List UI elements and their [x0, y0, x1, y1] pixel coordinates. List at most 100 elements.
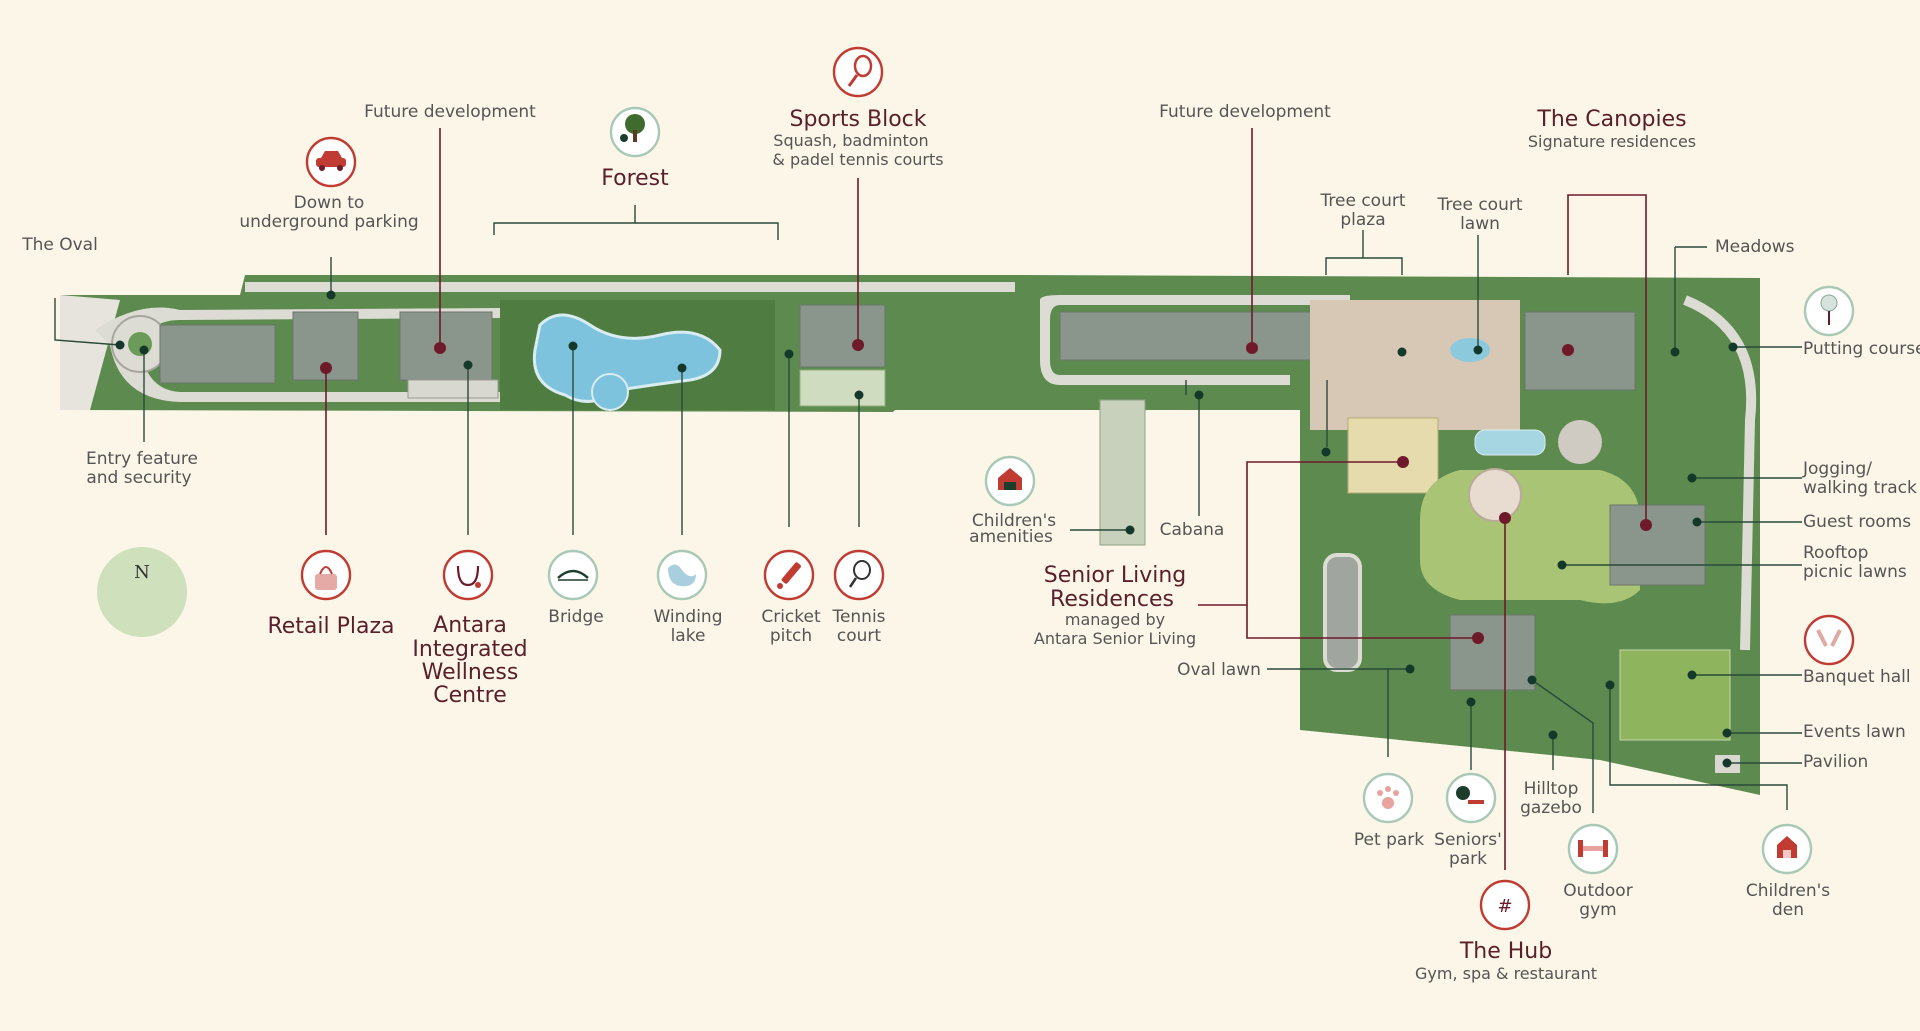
label-hilltop-gazebo-1: Hilltop: [1524, 779, 1579, 799]
leader-lines: [54, 128, 1802, 870]
label-childrens-amenities-1: Children's: [972, 511, 1056, 531]
label-hilltop-gazebo-2: gazebo: [1520, 798, 1582, 818]
label-jogging-2: walking track: [1803, 478, 1917, 498]
bench-icon[interactable]: [1445, 772, 1497, 824]
label-childrens-den-1: Children's: [1746, 881, 1830, 901]
tree-icon[interactable]: [609, 106, 661, 158]
label-rooftop-2: picnic lawns: [1803, 562, 1907, 582]
compass-letter: N: [134, 562, 150, 583]
stethoscope-icon[interactable]: [442, 549, 494, 601]
label-senior-living-sub2: Antara Senior Living: [1034, 629, 1196, 648]
cricket-bat-icon[interactable]: [763, 549, 815, 601]
label-rooftop-1: Rooftop: [1803, 543, 1868, 563]
hub-pool: [1474, 429, 1546, 456]
label-tree-court-lawn-2: lawn: [1460, 214, 1500, 234]
bridge-icon[interactable]: [547, 549, 599, 601]
building-sports-block: [799, 304, 886, 368]
glasses-icon[interactable]: [1803, 614, 1855, 666]
tree-court-plaza: [1310, 300, 1520, 430]
label-tree-court-lawn-1: Tree court: [1437, 195, 1523, 215]
label-parking-line2: underground parking: [239, 212, 418, 232]
label-wellness-3: Wellness: [422, 660, 519, 685]
wellness-terrace: [407, 379, 499, 399]
label-tennis-court-1: Tennis: [831, 607, 885, 627]
label-outdoor-gym-1: Outdoor: [1563, 881, 1632, 901]
label-wellness-4: Centre: [433, 683, 507, 708]
label-pet-park: Pet park: [1354, 830, 1424, 850]
hub-plaza-circle: [1468, 468, 1522, 522]
hub-icon[interactable]: #: [1479, 879, 1531, 931]
label-cricket-pitch-1: Cricket: [761, 607, 821, 627]
lake-icon[interactable]: [656, 549, 708, 601]
label-sports-block-sub1: Squash, badminton: [773, 131, 928, 150]
house-icon[interactable]: [1761, 823, 1813, 875]
tree-court-lawn-pond: [1450, 338, 1490, 362]
golf-icon[interactable]: [1803, 285, 1855, 337]
label-jogging-1: Jogging/: [1802, 459, 1872, 479]
label-banquet-hall: Banquet hall: [1803, 667, 1911, 687]
label-tennis-court-2: court: [837, 626, 882, 646]
label-the-hub: The Hub: [1459, 939, 1552, 964]
label-the-canopies-sub: Signature residences: [1528, 132, 1696, 151]
building-canopies: [1524, 311, 1636, 391]
label-bridge: Bridge: [548, 607, 603, 627]
svg-text:#: #: [1497, 896, 1512, 917]
label-cabana: Cabana: [1160, 520, 1225, 540]
marker-dots: [115, 290, 1738, 768]
building-guest-rooms: [1609, 504, 1706, 586]
label-childrens-den-2: den: [1772, 900, 1804, 920]
roundabout-island: [128, 332, 152, 356]
building-future-development: [1059, 311, 1356, 361]
jogging-walking-track: [1683, 295, 1757, 651]
label-seniors-park-1: Seniors': [1434, 830, 1502, 850]
label-senior-living-sub1: managed by: [1065, 610, 1165, 629]
label-childrens-amenities-2: amenities: [969, 527, 1053, 547]
label-putting-course: Putting course: [1803, 339, 1920, 359]
label-winding-lake-2: lake: [671, 626, 706, 646]
compass: N: [97, 547, 187, 637]
events-lawn-area: [1619, 649, 1731, 741]
label-senior-living-1: Senior Living: [1044, 563, 1186, 588]
label-entry-feature-2: and security: [86, 468, 191, 488]
playhouse-icon[interactable]: [984, 455, 1036, 507]
lake-pool: [591, 373, 629, 411]
map-labels: The Oval Down to underground parking Fut…: [21, 102, 1920, 983]
label-tree-court-plaza-1: Tree court: [1320, 191, 1406, 211]
paw-icon[interactable]: [1362, 772, 1414, 824]
label-meadows: Meadows: [1715, 237, 1795, 257]
building-wellness-centre: [399, 311, 493, 381]
label-forest: Forest: [601, 166, 669, 191]
right-site-vegetation: [1020, 275, 1760, 795]
oval-forecourt: [60, 295, 120, 410]
label-guest-rooms: Guest rooms: [1803, 512, 1911, 532]
label-events-lawn: Events lawn: [1803, 722, 1906, 742]
dumbbell-icon[interactable]: [1567, 823, 1619, 875]
label-pavilion: Pavilion: [1803, 752, 1868, 772]
building-the-hub: [1449, 614, 1536, 691]
label-seniors-park-2: park: [1449, 849, 1487, 869]
label-cricket-pitch-2: pitch: [770, 626, 812, 646]
label-the-hub-sub: Gym, spa & restaurant: [1415, 964, 1597, 983]
label-sports-block: Sports Block: [789, 107, 926, 132]
label-the-canopies: The Canopies: [1536, 107, 1686, 132]
car-icon[interactable]: [305, 136, 357, 188]
racquet-icon[interactable]: [832, 46, 884, 98]
tennis-racquet-icon[interactable]: [833, 549, 885, 601]
childrens-amenities-block: [1099, 399, 1146, 546]
label-oval-lawn: Oval lawn: [1177, 660, 1261, 680]
label-retail-plaza: Retail Plaza: [267, 614, 394, 639]
central-lawns: [1420, 470, 1640, 604]
label-parking-line1: Down to: [294, 193, 365, 213]
label-the-oval: The Oval: [21, 235, 98, 255]
label-sports-block-sub2: & padel tennis courts: [772, 150, 943, 169]
label-future-dev-left: Future development: [364, 102, 536, 122]
label-future-dev-right: Future development: [1159, 102, 1331, 122]
site-plan: [60, 275, 1760, 795]
label-outdoor-gym-2: gym: [1579, 900, 1616, 920]
winding-lake-water: [532, 313, 722, 403]
label-senior-living-2: Residences: [1050, 587, 1174, 612]
label-wellness-2: Integrated: [412, 637, 527, 662]
shopping-bag-icon[interactable]: [300, 549, 352, 601]
oval-lawn-track: [1323, 553, 1362, 672]
